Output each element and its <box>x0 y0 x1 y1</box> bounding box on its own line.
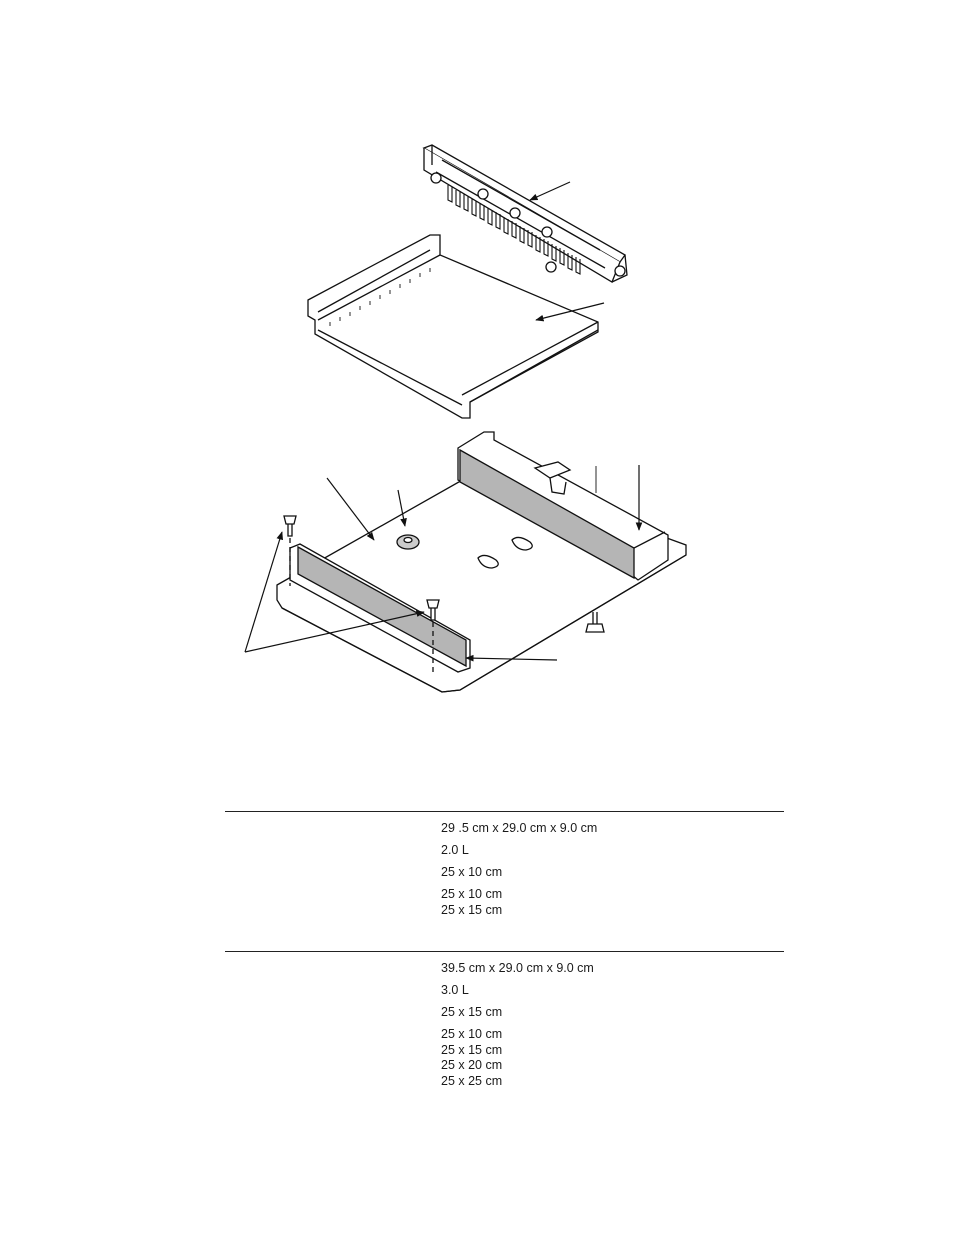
table-divider-1 <box>225 811 784 812</box>
base-callout-arrow <box>326 477 375 541</box>
table-divider-2 <box>225 951 784 952</box>
apparatus-diagram <box>244 144 687 693</box>
spec-row: 25 x 10 cm 25 x 15 cm <box>441 887 597 918</box>
spec-value: 25 x 15 cm <box>441 902 503 917</box>
casting-base-part <box>276 431 687 693</box>
comb-callout-arrow <box>529 181 571 201</box>
spec-table-2: 39.5 cm x 29.0 cm x 9.0 cm 3.0 L 25 x 15… <box>441 961 594 1096</box>
comb-part <box>422 144 628 283</box>
spec-value: 29 .5 cm x 29.0 cm x 9.0 cm <box>441 821 598 835</box>
bubble-level-callout-arrow <box>397 489 407 527</box>
spec-row: 25 x 15 cm <box>441 1005 594 1021</box>
spec-value: 39.5 cm x 29.0 cm x 9.0 cm <box>441 961 594 975</box>
spec-row: 39.5 cm x 29.0 cm x 9.0 cm <box>441 961 594 977</box>
spec-value: 25 x 25 cm <box>441 1073 503 1088</box>
spec-row: 2.0 L <box>441 843 597 859</box>
gel-tray-part <box>307 234 599 419</box>
spec-value: 25 x 10 cm <box>441 887 503 901</box>
spec-row: 3.0 L <box>441 983 594 999</box>
spec-value: 25 x 20 cm <box>441 1058 503 1072</box>
spec-value: 3.0 L <box>441 983 469 997</box>
screw-callout-arrow-b <box>244 610 425 653</box>
spec-table-1: 29 .5 cm x 29.0 cm x 9.0 cm 2.0 L 25 x 1… <box>441 821 597 925</box>
spec-value: 25 x 10 cm <box>441 1027 503 1041</box>
tray-callout-arrow <box>535 302 605 322</box>
spec-row: 29 .5 cm x 29.0 cm x 9.0 cm <box>441 821 597 837</box>
spec-value: 25 x 15 cm <box>441 1005 503 1019</box>
screw-callout-arrow-a <box>244 531 283 653</box>
gasket-callout-arrow <box>465 654 558 662</box>
spec-row: 25 x 10 cm <box>441 865 597 881</box>
spec-value: 25 x 15 cm <box>441 1042 503 1057</box>
spec-value: 2.0 L <box>441 843 469 857</box>
spec-value: 25 x 10 cm <box>441 865 503 879</box>
spec-row: 25 x 10 cm 25 x 15 cm 25 x 20 cm 25 x 25… <box>441 1027 594 1089</box>
